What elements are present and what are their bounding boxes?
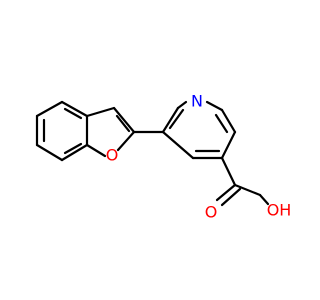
bond — [220, 108, 237, 134]
furan-ring — [85, 106, 136, 158]
bond — [220, 187, 242, 207]
bond — [205, 100, 224, 112]
benzene-ring — [35, 100, 89, 162]
double-bond-inner — [63, 107, 83, 120]
pyridine-ring — [161, 100, 237, 160]
carboxylic-acid-group — [215, 156, 270, 207]
double-bond-inner — [115, 114, 131, 133]
bond — [35, 100, 64, 118]
bond — [220, 156, 237, 187]
bond — [220, 130, 237, 160]
double-bond-inner — [168, 108, 185, 130]
bond — [60, 143, 89, 162]
double-bond-inner — [214, 113, 229, 134]
structure-diagram: N O O OH — [35, 92, 292, 222]
bond — [233, 183, 262, 197]
molecule-canvas: N O O OH — [35, 92, 292, 222]
carbonyl-oxygen-label: O — [205, 203, 218, 222]
nitrogen-label: N — [191, 92, 203, 111]
bond — [112, 106, 136, 134]
bond — [85, 106, 116, 118]
bond — [258, 193, 270, 206]
bond — [161, 106, 180, 134]
bond — [176, 100, 188, 110]
bond — [161, 130, 195, 160]
double-bond-inner — [63, 142, 83, 155]
bond — [35, 143, 64, 162]
bond — [60, 100, 89, 118]
bond — [215, 183, 237, 202]
hydroxyl-label: OH — [267, 201, 292, 220]
furan-oxygen-label: O — [106, 146, 119, 165]
atom-labels: N O O OH — [106, 92, 292, 222]
bond — [85, 143, 107, 158]
bond — [116, 130, 136, 152]
